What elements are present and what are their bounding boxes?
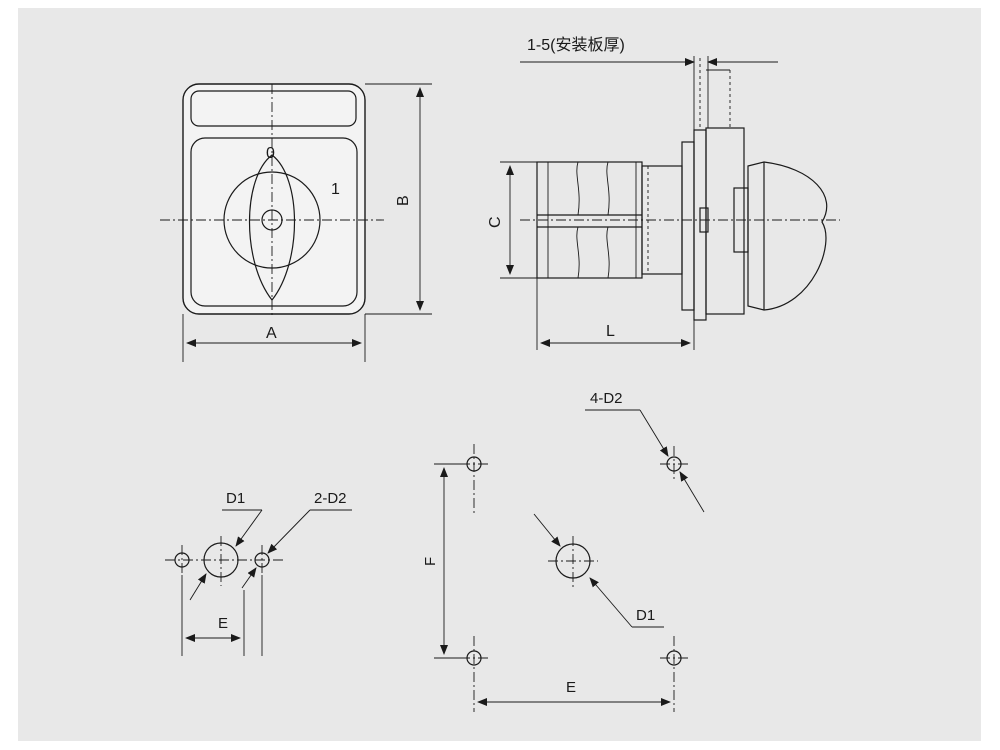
four-hole-d1-leader-lower xyxy=(589,577,633,628)
position-1-label: 1 xyxy=(331,181,340,198)
front-view: 0 1 B A xyxy=(160,83,432,362)
front-plate-side xyxy=(705,127,745,315)
switch-body-outline xyxy=(182,83,366,315)
two-hole-d2-leader-upper xyxy=(267,509,311,554)
four-hole-d2-leader-upper xyxy=(639,409,669,457)
two-hole-d2-leader-lower xyxy=(241,567,257,589)
dim-c-label: C xyxy=(487,216,504,228)
four-hole-f-label: F xyxy=(422,557,439,566)
two-hole-mounting: D1 2-D2 E xyxy=(165,490,352,656)
front-bezel xyxy=(190,137,358,307)
stack-seam-3 xyxy=(606,161,610,279)
four-hole-d1-label: D1 xyxy=(636,607,655,624)
stack-seam-2 xyxy=(576,161,580,279)
two-hole-d1-leader-lower xyxy=(189,573,207,601)
four-hole-d1-leader-upper xyxy=(533,513,561,547)
four-hole-d2-label: 4-D2 xyxy=(590,390,623,407)
position-0-label: 0 xyxy=(266,145,275,162)
side-view: 1-5(安装板厚) C L xyxy=(487,36,840,350)
four-hole-e-label: E xyxy=(566,679,576,696)
drawing-panel xyxy=(18,8,981,741)
label-plate xyxy=(190,90,357,127)
knob-side-profile xyxy=(747,161,828,311)
four-hole-d2-leader-lower xyxy=(679,471,705,513)
two-hole-d1-leader-upper xyxy=(235,509,263,547)
dim-b-label: B xyxy=(395,195,412,206)
panel-thickness-label: 1-5(安装板厚) xyxy=(527,36,625,54)
two-hole-e-label: E xyxy=(218,615,228,632)
four-hole-mounting: 4-D2 D1 F E xyxy=(422,390,705,712)
two-hole-d2-label: 2-D2 xyxy=(314,490,347,507)
dim-l-label: L xyxy=(606,323,615,340)
dim-a-label: A xyxy=(266,325,277,342)
two-hole-d1-label: D1 xyxy=(226,490,245,507)
